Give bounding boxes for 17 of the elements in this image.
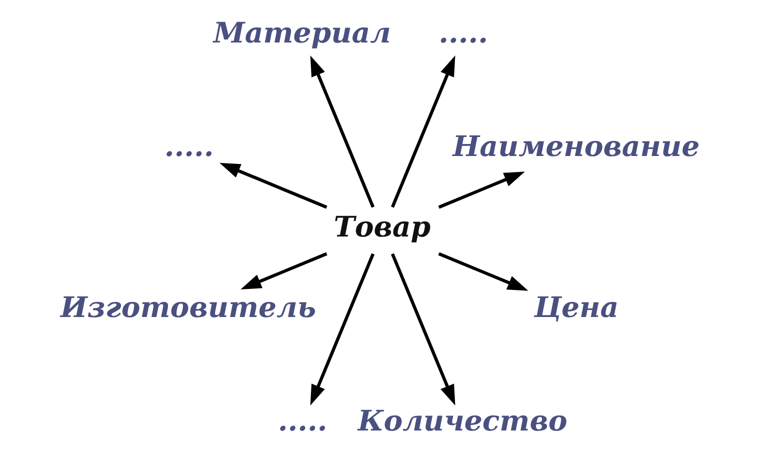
arrow <box>438 172 525 209</box>
node-text: Количество <box>358 403 568 438</box>
node-text: ..... <box>438 16 488 50</box>
node-text: Цена <box>534 290 619 324</box>
arrow <box>310 56 375 208</box>
arrow <box>390 56 456 208</box>
node-text: Материал <box>213 16 391 50</box>
node-text: Товар <box>334 209 431 244</box>
arrow <box>310 253 375 406</box>
node-text: Изготовитель <box>60 290 316 324</box>
arrow <box>240 252 328 290</box>
arrow <box>220 162 328 209</box>
node-text: ..... <box>278 403 328 438</box>
node-text: ..... <box>164 129 214 164</box>
arrow <box>438 252 528 291</box>
node-text: Наименование <box>452 129 700 164</box>
arrow <box>390 253 456 406</box>
